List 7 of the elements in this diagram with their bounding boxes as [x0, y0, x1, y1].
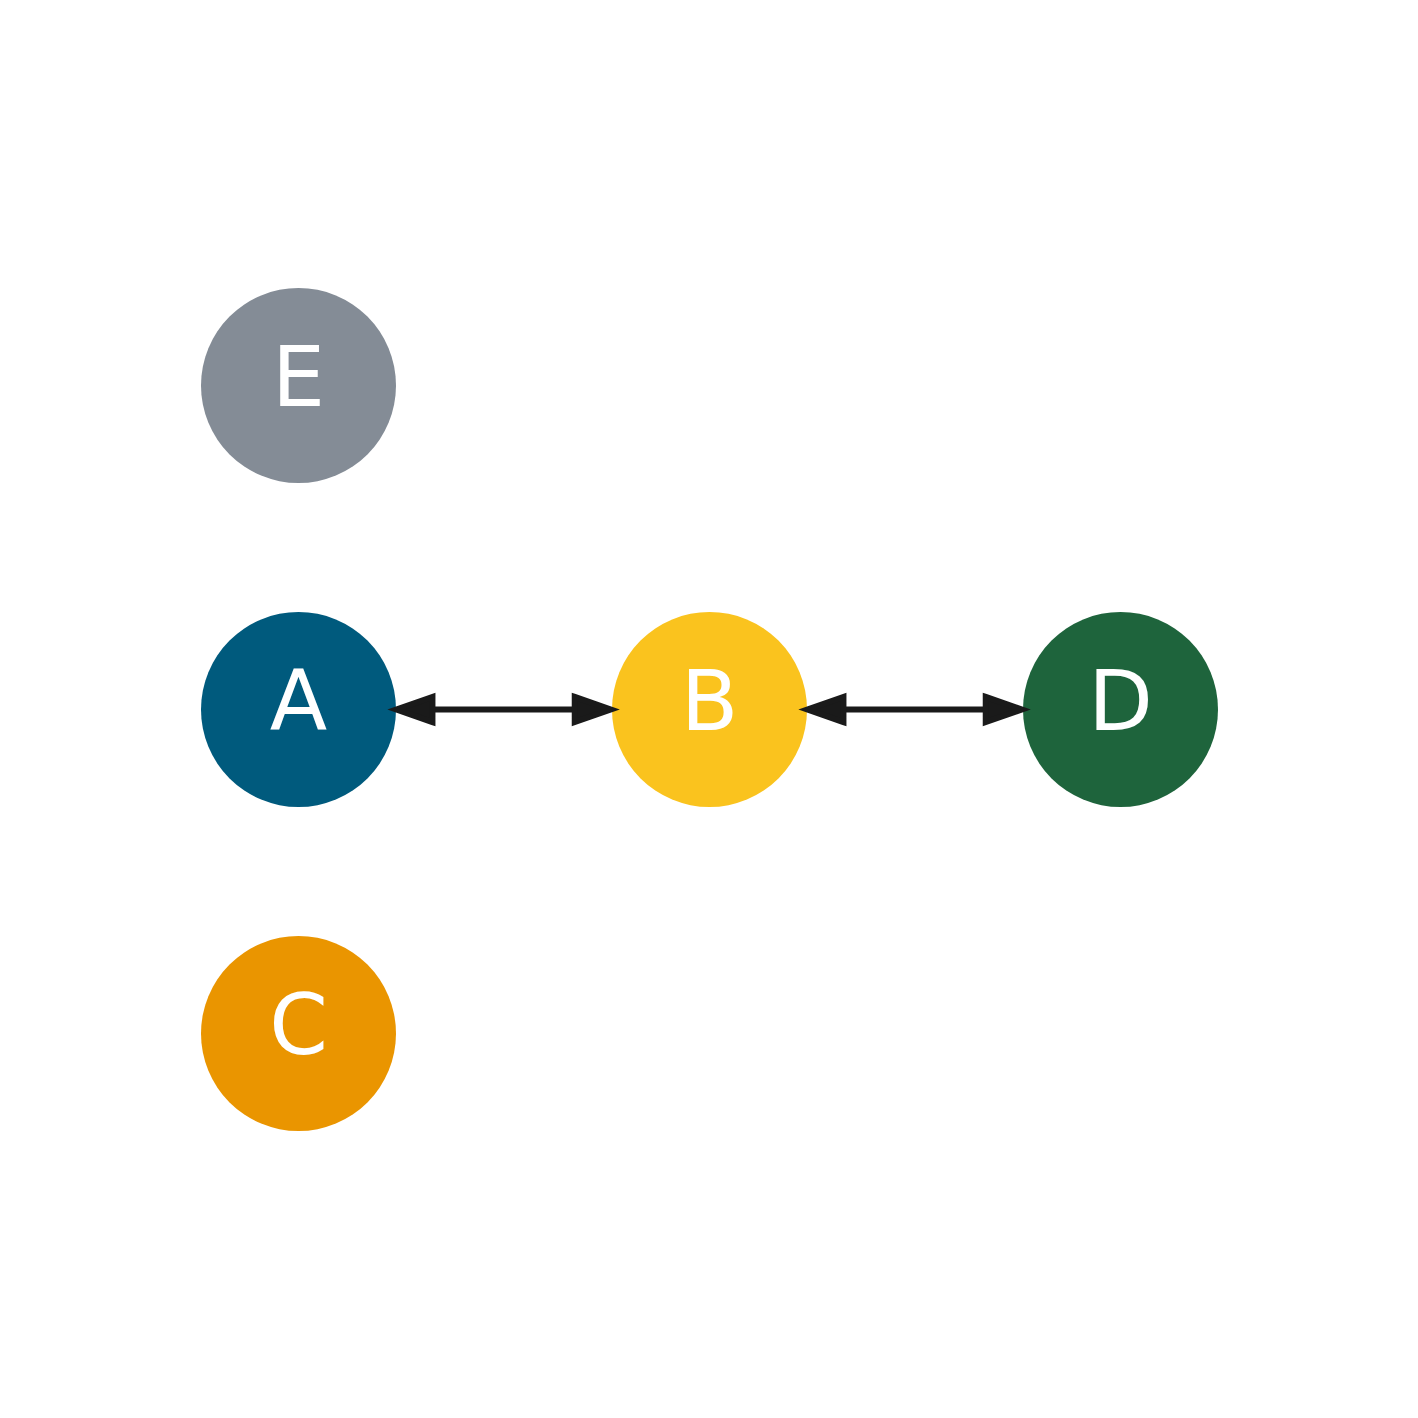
arrow: [797, 692, 1031, 726]
node-circle: E: [200, 287, 396, 483]
node-circle: B: [611, 611, 807, 807]
node-circle: A: [200, 611, 396, 807]
node-circle: D: [1022, 611, 1218, 807]
node-circle: C: [200, 935, 396, 1131]
arrow: [386, 692, 620, 726]
